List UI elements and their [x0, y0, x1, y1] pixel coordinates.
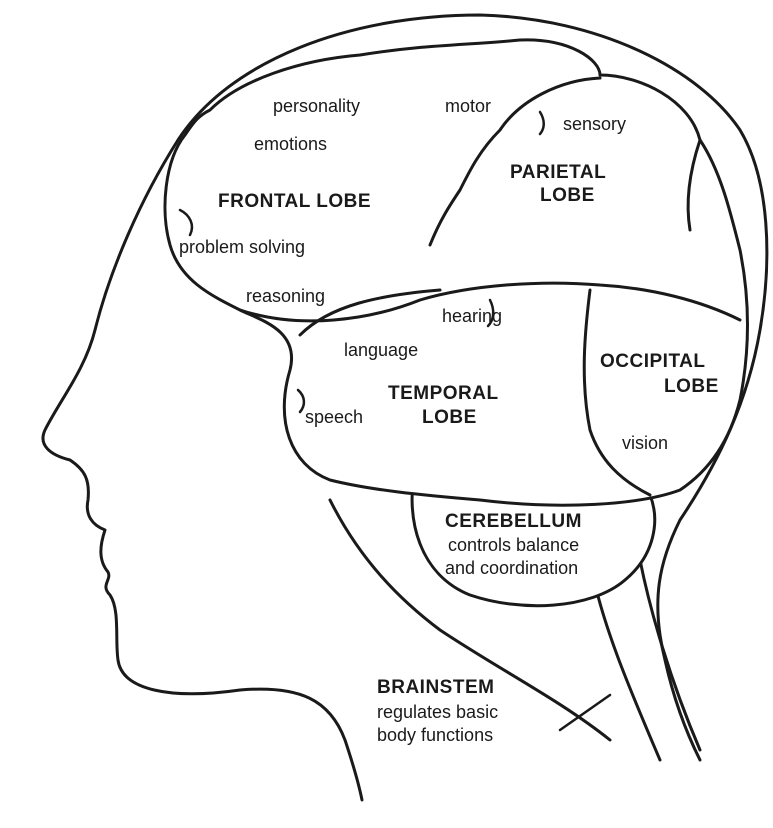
- frontal-lobe-title: FRONTAL LOBE: [218, 191, 371, 212]
- occipital-function-vision: vision: [622, 433, 668, 453]
- parietal-lobe-title-line2: LOBE: [540, 185, 595, 206]
- temporal-lobe-title-line2: LOBE: [422, 407, 477, 428]
- temporal-function-hearing: hearing: [442, 306, 502, 326]
- brainstem-pointer: [560, 695, 610, 730]
- brainstem-description-line1: regulates basic: [377, 702, 498, 722]
- frontal-function-personality: personality: [273, 96, 360, 116]
- occipital-lobe-title-line1: OCCIPITAL: [600, 351, 705, 372]
- brainstem-title: BRAINSTEM: [377, 677, 494, 698]
- frontal-function-problem-solving: problem solving: [179, 237, 305, 257]
- temporal-function-language: language: [344, 340, 418, 360]
- frontal-function-reasoning: reasoning: [246, 286, 325, 306]
- frontal-function-emotions: emotions: [254, 134, 327, 154]
- occipital-lobe-title-line2: LOBE: [664, 376, 719, 397]
- frontal-function-motor: motor: [445, 96, 491, 116]
- cerebellum-title: CEREBELLUM: [445, 511, 582, 532]
- temporal-lobe-title-line1: TEMPORAL: [388, 383, 499, 404]
- cerebellum-description-line1: controls balance: [448, 535, 579, 555]
- brainstem-description-line2: body functions: [377, 725, 493, 745]
- temporal-function-speech: speech: [305, 407, 363, 427]
- cerebellum-description-line2: and coordination: [445, 558, 578, 578]
- parietal-function-sensory: sensory: [563, 114, 626, 134]
- parietal-lobe-title-line1: PARIETAL: [510, 162, 606, 183]
